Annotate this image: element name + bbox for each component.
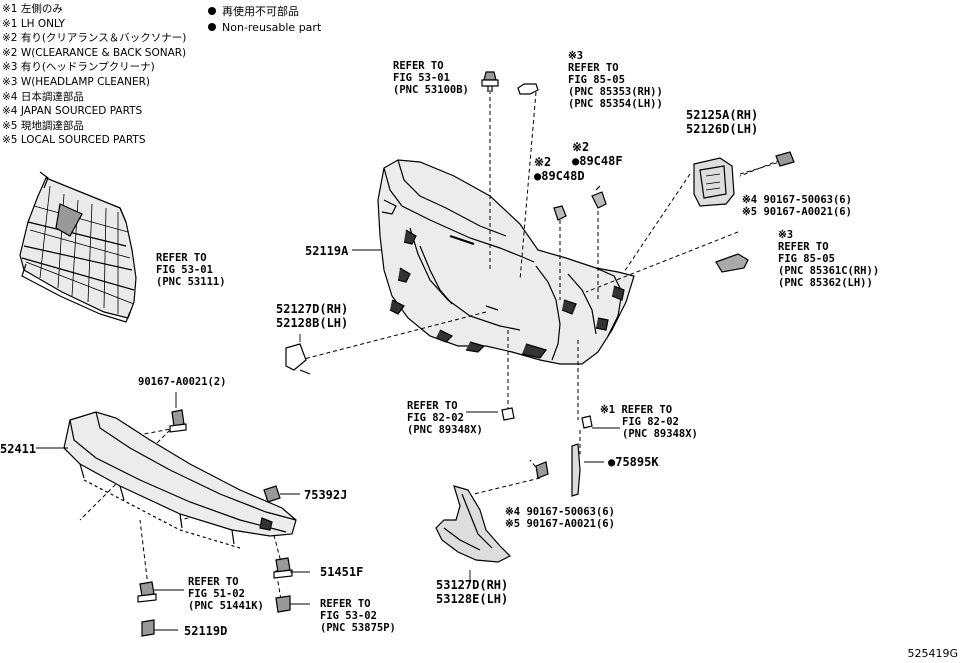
retainer-clip — [263, 485, 281, 503]
bumper-cover — [377, 159, 635, 365]
notes-list: ※1 左側のみ ※1 LH ONLY ※2 有り(クリアランス＆バックソナー) … — [2, 2, 186, 148]
ref-51-02: REFER TO FIG 51-02 (PNC 51441K) — [188, 576, 264, 612]
ref-82-02-right: ※1 REFER TO FIG 82-02 (PNC 89348X) — [600, 404, 698, 440]
pnc-52411: 52411 — [0, 442, 37, 456]
sensor-clip — [501, 407, 593, 429]
side-molding — [571, 443, 581, 497]
note-item: ※3 有り(ヘッドランプクリーナ) — [2, 61, 155, 74]
clip-part — [481, 71, 499, 92]
pnc-90167-a0021-2: 90167-A0021(2) — [138, 376, 227, 388]
pnc-75895k: ●75895K — [608, 455, 659, 469]
pnc-53127d: 53127D(RH) 53128E(LH) — [436, 578, 509, 606]
bolt-part — [169, 409, 187, 433]
note-item: ※5 現地調達部品 — [2, 119, 84, 132]
pnc-75392j: 75392J — [304, 488, 348, 502]
ref-82-02-left: REFER TO FIG 82-02 (PNC 89348X) — [407, 400, 483, 436]
headlamp-cleaner-cap — [517, 83, 539, 95]
front-grille — [19, 171, 137, 323]
note-item: ※5 LOCAL SOURCED PARTS — [2, 134, 146, 147]
ref-53-01-grille: REFER TO FIG 53-01 (PNC 53111) — [156, 252, 226, 288]
tow-hook-cover — [285, 343, 311, 375]
label-leaders — [36, 249, 620, 631]
note-item: ※1 左側のみ — [2, 3, 63, 15]
note-item: ※2 W(CLEARANCE & BACK SONAR) — [2, 46, 187, 59]
pnc-52119a: 52119A — [305, 244, 349, 258]
ref-85-05-top: ※3 REFER TO FIG 85-05 (PNC 85353(RH)) (P… — [568, 50, 663, 110]
figure-id: 525419G — [907, 647, 958, 660]
fender-liner — [435, 461, 549, 563]
pnc-89c48d: ※2 ●89C48D — [534, 155, 585, 183]
pnc-90167-bottom: ※4 90167-50063(6) ※5 90167-A0021(6) — [505, 506, 615, 530]
pnc-52127d: 52127D(RH) 52128B(LH) — [276, 302, 349, 330]
pnc-52125a: 52125A(RH) 52126D(LH) — [686, 108, 759, 136]
note-item: ※4 JAPAN SOURCED PARTS — [2, 105, 143, 118]
pnc-51451f: 51451F — [320, 565, 364, 579]
nozzle-cap — [715, 253, 749, 273]
pnc-52119d: 52119D — [184, 624, 228, 638]
lower-spoiler — [63, 411, 297, 549]
note-item: ※1 LH ONLY — [2, 17, 65, 30]
ref-53-01-top: REFER TO FIG 53-01 (PNC 53100B) — [393, 60, 469, 96]
note-item: ※2 有り(クリアランス＆バックソナー) — [2, 32, 187, 45]
non-reusable-dot-icon — [208, 23, 216, 31]
ref-85-05-right: ※3 REFER TO FIG 85-05 (PNC 85361C(RH)) (… — [778, 229, 880, 289]
sonar-bracket — [553, 185, 607, 221]
note-item: ※4 日本調達部品 — [2, 90, 84, 103]
pnc-89c48f: ※2 ●89C48F — [572, 140, 623, 168]
note-item: ※3 W(HEADLAMP CLEANER) — [2, 75, 150, 88]
legend: 再使用不可部品 Non-reusable part — [208, 4, 321, 36]
legend-jp: 再使用不可部品 — [222, 5, 299, 18]
non-reusable-dot-icon — [208, 7, 216, 15]
bottom-clip — [137, 557, 293, 637]
pnc-90167-top: ※4 90167-50063(6) ※5 90167-A0021(6) — [742, 194, 852, 218]
ref-53-02: REFER TO FIG 53-02 (PNC 53875P) — [320, 598, 396, 634]
legend-en: Non-reusable part — [222, 21, 322, 34]
bumper-bracket — [693, 151, 795, 207]
